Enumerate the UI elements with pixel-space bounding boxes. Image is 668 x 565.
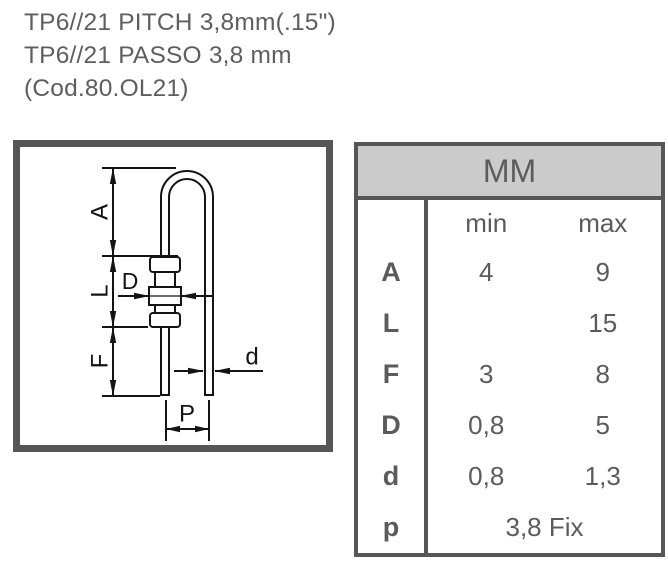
row-min-value: 3 [479,359,494,389]
dimension-p-pitch [165,400,210,441]
extension-lines [102,167,178,397]
dimension-arrows-vertical [109,168,117,396]
table-body: min max A 4 9 L 15 F 3 8 D 0,8 5 d 0,8 1… [358,200,661,553]
row-min-value: 4 [479,257,494,287]
table-row: D 0,8 5 [358,400,661,451]
label-F: F [87,354,114,369]
table-row: F 3 8 [358,349,661,400]
dimension-d-body [118,292,214,300]
row-max-value: 5 [595,410,610,440]
wire-fill [162,172,212,396]
row-max-value: 9 [595,257,610,287]
label-A: A [87,204,114,220]
label-d: d [245,344,258,371]
table-row-pitch: p 3,8 Fix [358,502,661,553]
col-header-max: max [578,208,628,238]
row-max-value: 15 [588,308,618,338]
table-corner-cell [358,200,428,247]
label-L: L [87,284,114,297]
row-label: D [358,400,428,451]
row-fixed-value: 3,8 Fix [505,512,584,542]
table-row: d 0,8 1,3 [358,451,661,502]
technical-drawing-panel: A L F D d P [13,140,333,452]
row-min-value: 0,8 [468,461,505,491]
label-P: P [179,401,195,428]
row-max-value: 1,3 [584,461,621,491]
dimensions-table: MM min max A 4 9 L 15 F 3 8 D 0,8 5 d [354,142,665,557]
title-line-passo: TP6//21 PASSO 3,8 mm [24,42,292,69]
col-header-min: min [465,208,508,238]
label-D: D [122,268,139,294]
component-body [148,256,182,328]
title-line-pitch: TP6//21 PITCH 3,8mm(.15") [24,9,336,36]
table-subheader-row: min max [358,200,661,247]
table-unit-header: MM [358,146,661,200]
row-label: d [358,451,428,502]
component-drawing: A L F D d P [87,167,263,441]
title-block: TP6//21 PITCH 3,8mm(.15") TP6//21 PASSO … [24,6,336,105]
table-row: A 4 9 [358,247,661,298]
row-max-value: 8 [595,359,610,389]
row-min-value: 0,8 [468,410,505,440]
row-label: F [358,349,428,400]
table-row: L 15 [358,298,661,349]
row-label: L [358,298,428,349]
title-line-code: (Cod.80.OL21) [24,75,189,102]
dimension-d-lead [174,367,263,375]
row-label: A [358,247,428,298]
row-label: p [358,502,428,553]
